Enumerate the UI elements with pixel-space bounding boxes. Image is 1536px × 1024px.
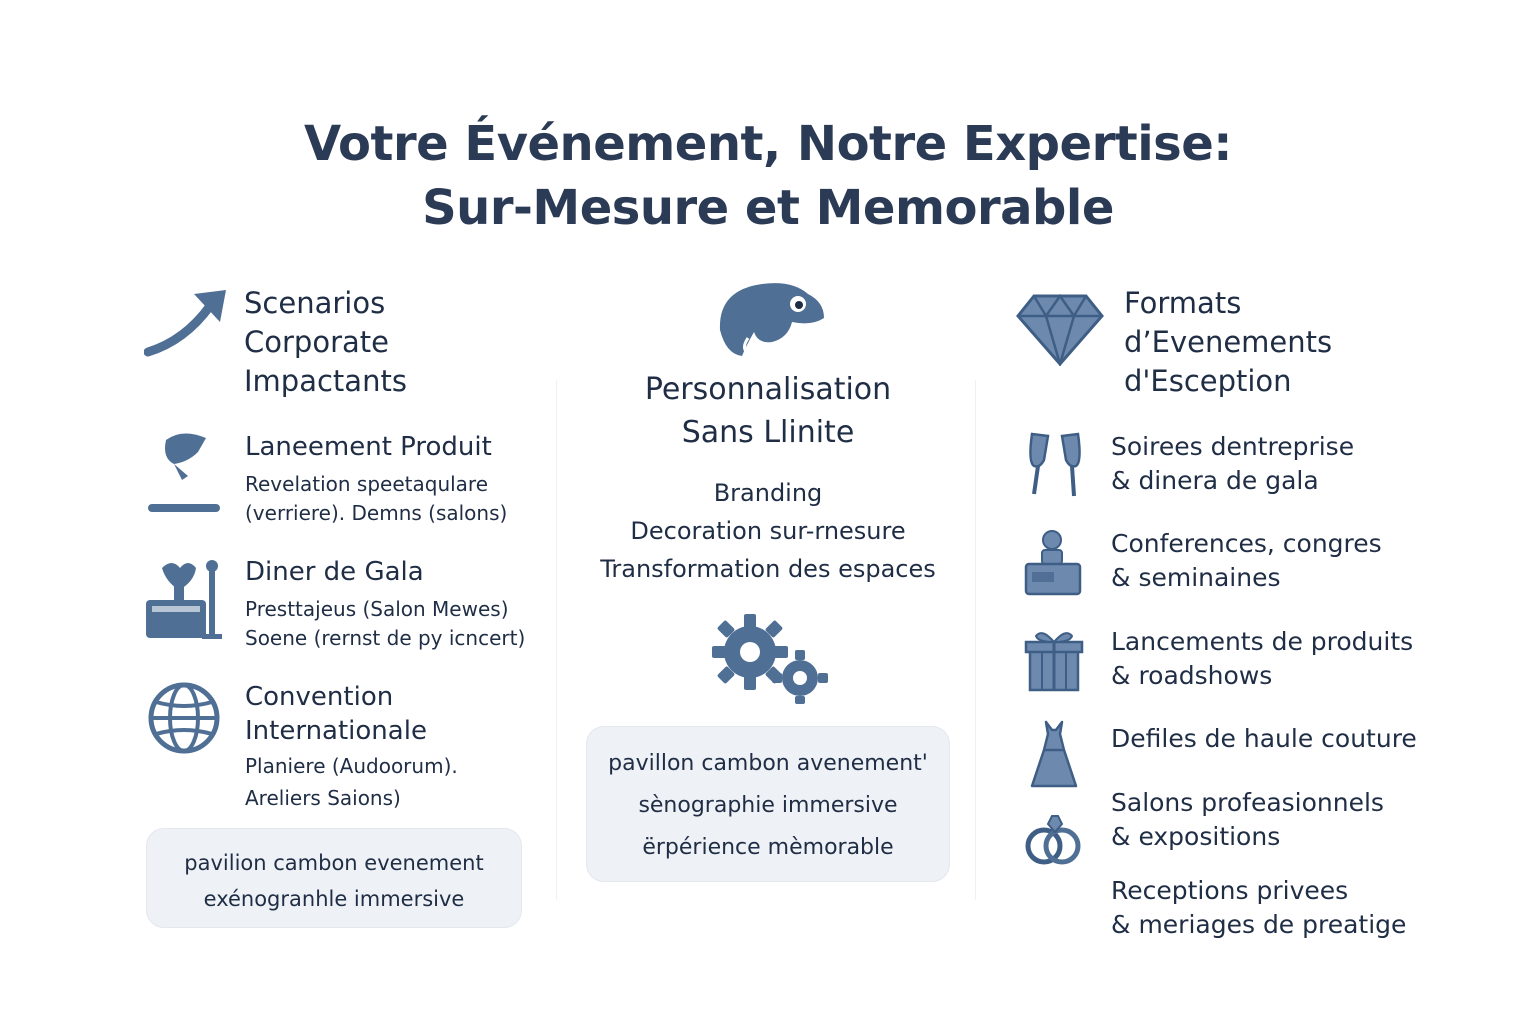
column-divider-right bbox=[975, 380, 976, 900]
left-header: Scenarios Corporate Impactants bbox=[244, 284, 407, 401]
title-line-1: Votre Événement, Notre Expertise: bbox=[304, 116, 1232, 172]
diamond-icon bbox=[1016, 292, 1104, 366]
left-header-line: Corporate bbox=[244, 325, 389, 359]
right-header-line: d’Evenements bbox=[1124, 325, 1333, 359]
card-line: sènographie immersive bbox=[638, 793, 898, 818]
card-line: exénogranhle immersive bbox=[203, 887, 465, 911]
right-item-line: Receptions privees bbox=[1111, 876, 1349, 905]
globe-icon bbox=[146, 680, 222, 756]
right-item-line: & seminaines bbox=[1111, 563, 1281, 592]
right-item-corporate-evenings: Soirees dentreprise & dinera de gala bbox=[1111, 430, 1354, 498]
speaker-podium-icon bbox=[1022, 530, 1084, 596]
left-item-line: Revelation speetaqulare bbox=[245, 472, 489, 496]
right-item-line: & roadshows bbox=[1111, 661, 1273, 690]
spotlight-stage-icon bbox=[144, 428, 224, 516]
right-item-private-receptions: Receptions privees & meriages de preatig… bbox=[1111, 874, 1406, 942]
card-line: pavilion cambon evenement bbox=[184, 851, 484, 875]
right-item-trade-shows: Salons profeasionnels & expositions bbox=[1111, 786, 1384, 854]
center-feature: Transformation des espaces bbox=[600, 555, 936, 583]
dress-icon bbox=[1030, 720, 1078, 790]
left-item-title: Laneement Produit bbox=[245, 432, 492, 462]
left-item-line: Areliers Saions) bbox=[245, 786, 401, 810]
column-divider-left bbox=[556, 380, 557, 900]
left-item-line: (verriere). Demns (salons) bbox=[245, 501, 508, 525]
title-line-2: Sur-Mesure et Memorable bbox=[422, 180, 1114, 236]
left-item-line: Soene (rernst de py icncert) bbox=[245, 626, 526, 650]
center-feature-list: Branding Decoration sur-rnesure Transfor… bbox=[568, 474, 968, 588]
left-item-title: Internationale bbox=[245, 716, 427, 746]
center-heading-line: Sans Llinite bbox=[681, 415, 855, 450]
left-item-gala-dinner: Diner de Gala Presttajeus (Salon Mewes) … bbox=[245, 555, 525, 653]
right-item-line: & meriages de preatige bbox=[1111, 910, 1407, 939]
left-item-title: Diner de Gala bbox=[245, 557, 424, 587]
gift-boxes-icon bbox=[1024, 628, 1084, 694]
left-venue-card: pavilion cambon evenement exénogranhle i… bbox=[146, 828, 522, 928]
center-feature: Branding bbox=[713, 479, 823, 507]
right-item-line: Lancements de produits bbox=[1111, 627, 1414, 656]
right-item-line: Salons profeasionnels bbox=[1111, 788, 1384, 817]
center-feature: Decoration sur-rnesure bbox=[630, 517, 906, 545]
right-item-conferences: Conferences, congres & seminaines bbox=[1111, 527, 1382, 595]
left-item-line: Presttajeus (Salon Mewes) bbox=[245, 597, 509, 621]
card-line: pavillon cambon avenement' bbox=[608, 751, 928, 776]
left-item-line: Planiere (Audoorum). bbox=[245, 754, 458, 778]
right-item-fashion-shows: Defiles de haule couture bbox=[1111, 722, 1417, 756]
right-header-line: d'Esception bbox=[1124, 364, 1292, 398]
left-header-line: Impactants bbox=[244, 364, 407, 398]
growth-arrow-icon bbox=[144, 288, 228, 358]
right-item-product-launches: Lancements de produits & roadshows bbox=[1111, 625, 1413, 693]
right-item-line: Soirees dentreprise bbox=[1111, 432, 1355, 461]
right-item-line: & expositions bbox=[1111, 822, 1281, 851]
chameleon-icon bbox=[712, 272, 828, 362]
champagne-glasses-icon bbox=[1026, 430, 1084, 500]
page-title: Votre Événement, Notre Expertise: Sur-Me… bbox=[0, 112, 1536, 240]
gala-podium-icon bbox=[144, 556, 224, 640]
gears-icon bbox=[708, 612, 828, 704]
card-line: ërpérience mèmorable bbox=[642, 835, 894, 860]
left-header-line: Scenarios bbox=[244, 286, 386, 320]
left-item-title: Convention bbox=[245, 682, 394, 712]
left-item-product-launch: Laneement Produit Revelation speetaqular… bbox=[245, 430, 507, 528]
center-venue-card: pavillon cambon avenement' sènographie i… bbox=[586, 726, 950, 882]
right-item-line: Defiles de haule couture bbox=[1111, 724, 1417, 753]
right-item-line: & dinera de gala bbox=[1111, 466, 1319, 495]
center-heading: Personnalisation Sans Llinite bbox=[568, 368, 968, 454]
right-header-line: Formats bbox=[1124, 286, 1242, 320]
center-heading-line: Personnalisation bbox=[644, 372, 892, 407]
right-item-line: Conferences, congres bbox=[1111, 529, 1382, 558]
left-item-convention: Convention Internationale Planiere (Audo… bbox=[245, 680, 458, 814]
rings-icon bbox=[1024, 812, 1082, 868]
right-header: Formats d’Evenements d'Esception bbox=[1124, 284, 1332, 401]
